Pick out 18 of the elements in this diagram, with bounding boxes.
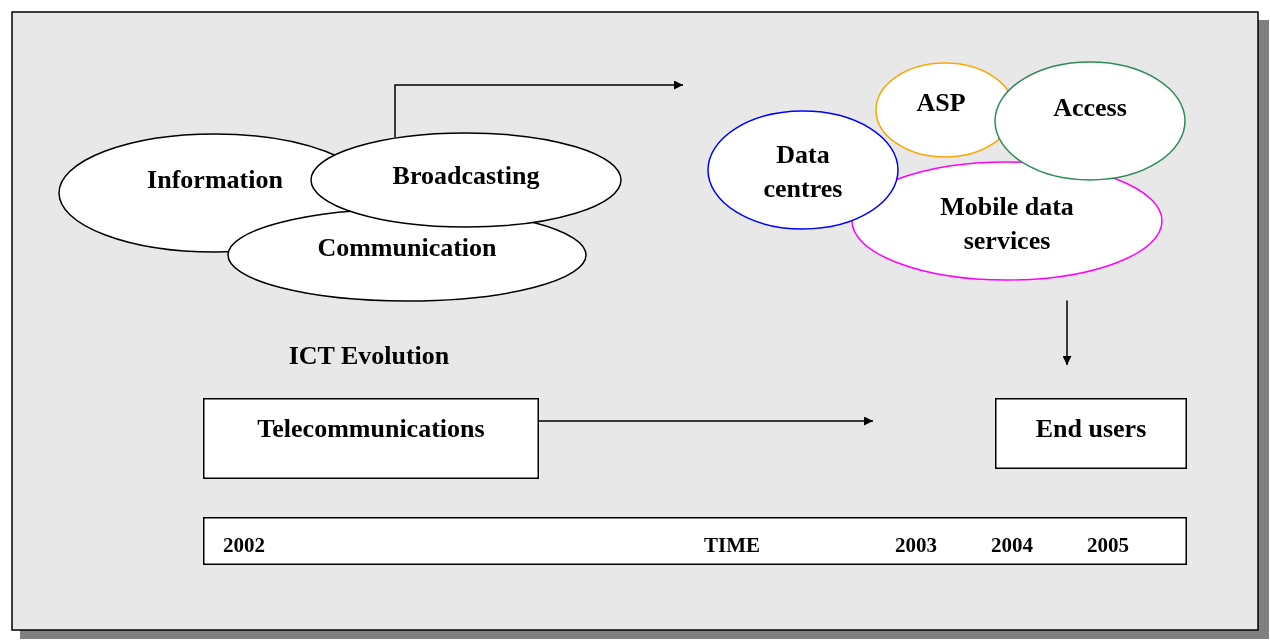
arrow xyxy=(394,80,684,138)
node-label: Broadcasting xyxy=(391,160,541,192)
node-label: Data centres xyxy=(762,139,844,205)
node-label: Mobile data services xyxy=(939,191,1075,257)
node-label: Access xyxy=(1052,92,1128,124)
arrow xyxy=(1062,299,1072,366)
year-label: 2005 xyxy=(1087,533,1129,557)
year-label: 2003 xyxy=(895,533,937,557)
node-label: Telecommunications xyxy=(256,413,486,445)
diagram-label: ICT Evolution xyxy=(287,340,451,372)
node-label: End users xyxy=(1034,413,1148,445)
arrow xyxy=(538,416,874,426)
node-label: Communication xyxy=(316,232,498,264)
node-label: ASP xyxy=(915,87,967,119)
year-label: 2002 xyxy=(223,533,265,557)
node-label: Information xyxy=(146,164,284,196)
year-label: 2004 xyxy=(991,533,1033,557)
axis-label: TIME xyxy=(704,533,760,557)
